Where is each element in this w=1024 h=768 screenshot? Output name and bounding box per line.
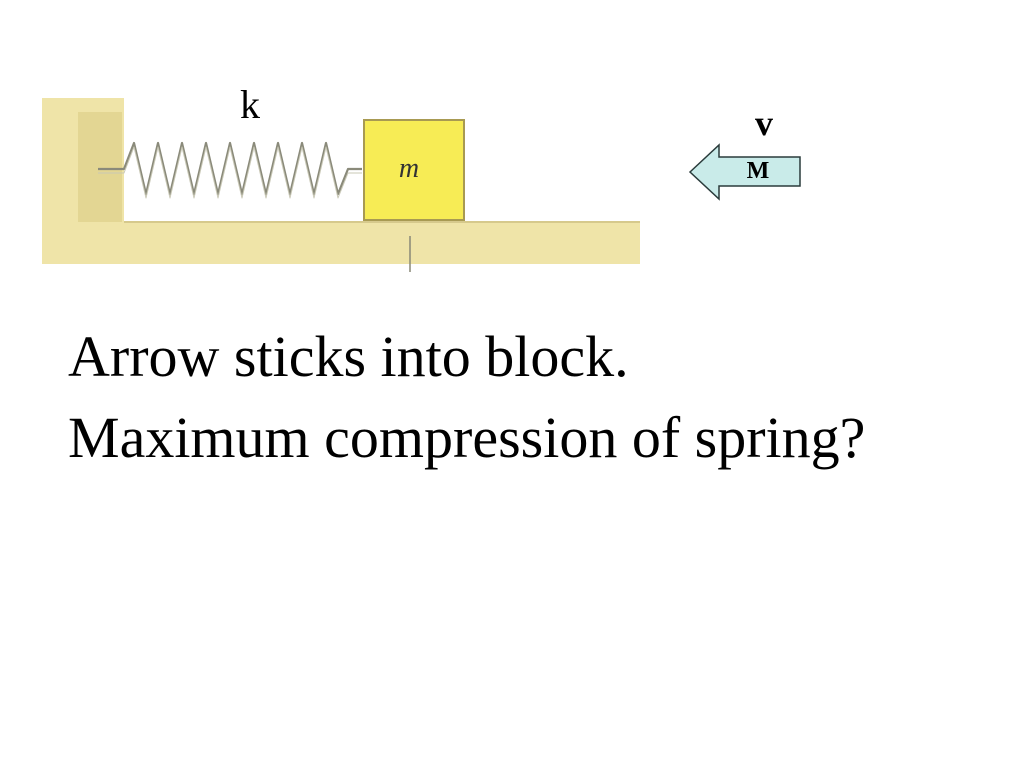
block (363, 119, 465, 221)
spring-block-diagram: k m v M (42, 82, 801, 272)
arrow-projectile (688, 143, 801, 201)
spring-constant-label: k (240, 82, 260, 127)
question-line-2: Maximum compression of spring? (68, 405, 866, 470)
block-mass-label: m (399, 153, 419, 184)
arrow-mass-label: M (747, 158, 770, 184)
question-line-1: Arrow sticks into block. (68, 324, 629, 389)
floor (42, 222, 640, 264)
velocity-label: v (755, 103, 773, 143)
spring (98, 141, 362, 199)
